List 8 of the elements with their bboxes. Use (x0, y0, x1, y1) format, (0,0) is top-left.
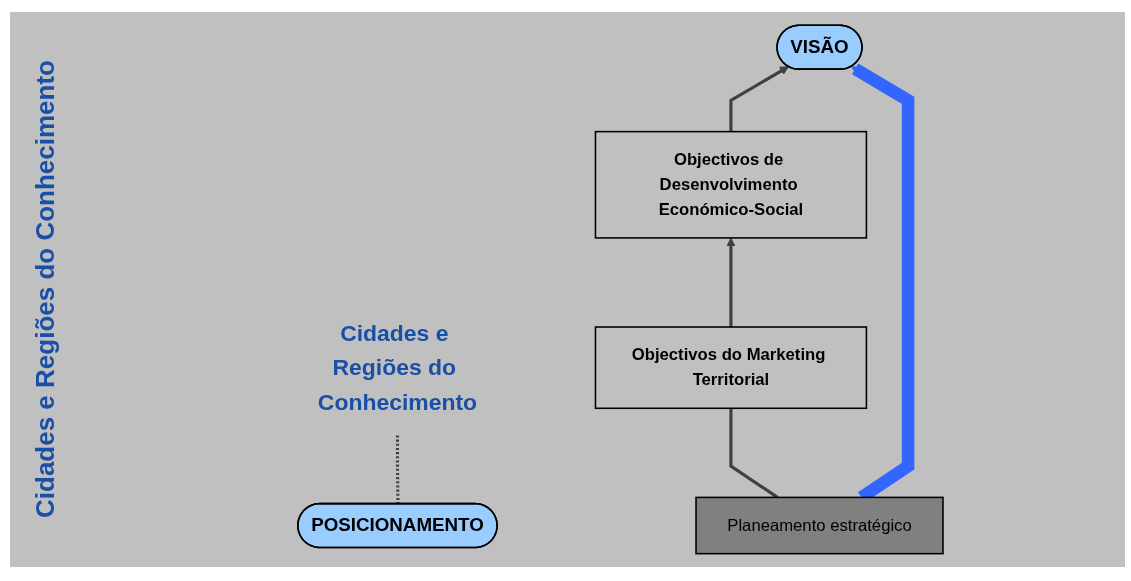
node-box: Planeamento estratégico (695, 496, 944, 555)
connector (729, 408, 779, 499)
node-box: Objectivos de Desenvolvimento Económico-Social (594, 130, 868, 239)
arrow (726, 237, 736, 327)
vertical-caption: Cidades e Regiões do Conhecimento (29, 60, 61, 518)
node-box: Objectivos do Marketing Territorial (594, 326, 868, 410)
node-text: Cidades e Regiões do Conhecimento (317, 320, 478, 416)
arrow (729, 66, 789, 132)
